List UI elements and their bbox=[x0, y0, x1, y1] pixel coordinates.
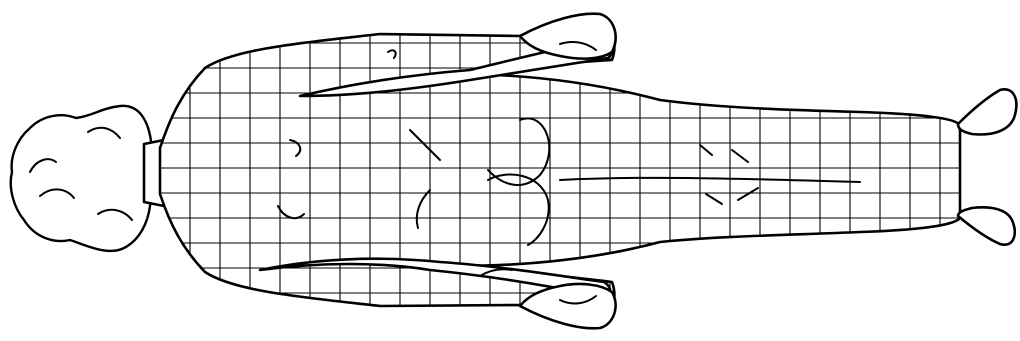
head bbox=[11, 106, 152, 251]
foot-upper bbox=[958, 89, 1016, 134]
foot-lower bbox=[958, 207, 1015, 244]
hair-outline bbox=[11, 106, 152, 251]
